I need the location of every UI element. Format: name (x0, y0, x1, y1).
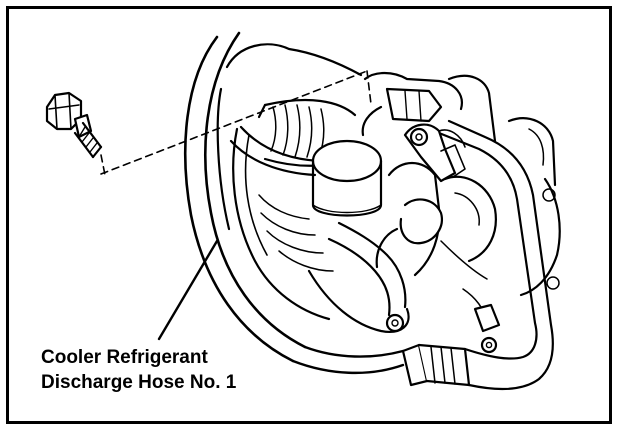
bolt (45, 91, 103, 159)
discharge-hose (184, 31, 554, 391)
compressor-bracket (361, 71, 561, 297)
diagram-frame: Cooler Refrigerant Discharge Hose No. 1 (6, 6, 612, 424)
callout-leader-line (157, 239, 219, 341)
suction-fitting (327, 161, 501, 354)
compressor-body (216, 43, 410, 333)
compressor-illustration (45, 31, 561, 391)
hose-callout-label: Cooler Refrigerant Discharge Hose No. 1 (41, 345, 236, 395)
hose-callout-line-2: Discharge Hose No. 1 (41, 372, 237, 393)
hose-callout-line-1: Cooler Refrigerant (41, 347, 208, 368)
